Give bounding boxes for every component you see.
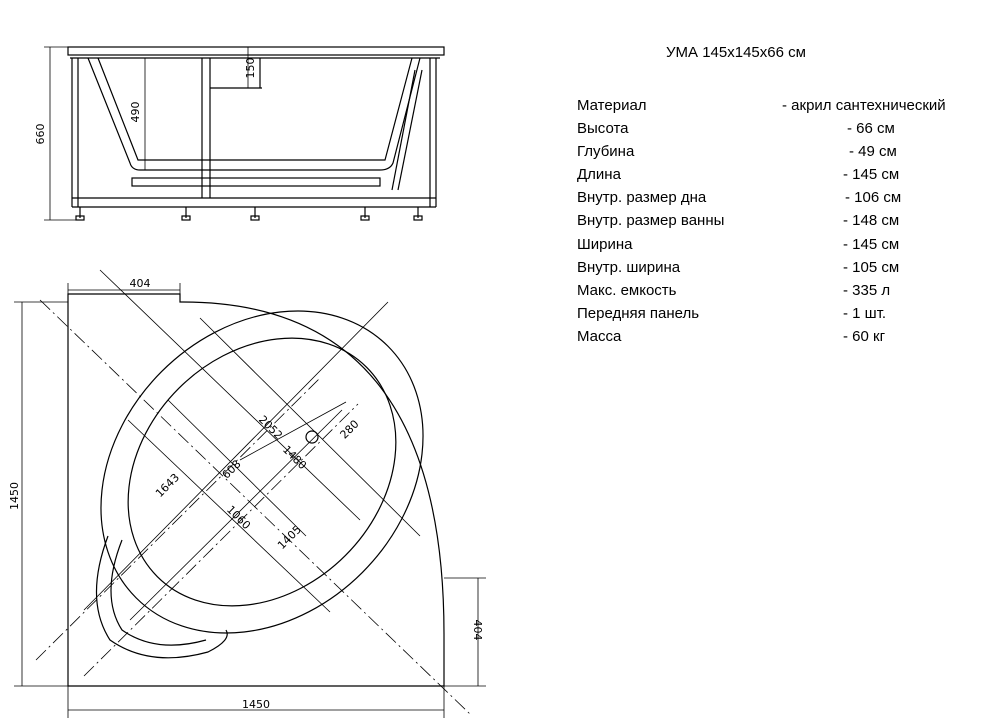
- spec-label: Ширина: [577, 235, 633, 253]
- top-view-center-lines: [35, 269, 471, 715]
- spec-value: - акрил сантехнический: [782, 97, 946, 114]
- spec-value: - 105 см: [843, 258, 900, 276]
- spec-label: Передняя панель: [577, 304, 700, 322]
- spec-label: Длина: [577, 166, 621, 184]
- spec-row-height: Высота - 66 см: [577, 119, 977, 142]
- side-view-depth-label: 490: [129, 102, 142, 123]
- spec-row-front-panel: Передняя панель - 1 шт.: [577, 304, 977, 327]
- spec-table: Материал - акрил сантехнический Высота -…: [577, 96, 977, 350]
- spec-row-inner-bottom: Внутр. размер дна - 106 см: [577, 188, 977, 211]
- spec-row-width: Ширина - 145 см: [577, 235, 977, 258]
- side-view-feet: [75, 207, 423, 221]
- spec-row-material: Материал - акрил сантехнический: [577, 96, 977, 119]
- side-view: [44, 46, 445, 221]
- top-view-drain: [305, 430, 319, 444]
- spec-label: Макс. емкость: [577, 281, 677, 299]
- spec-value: - 335 л: [843, 281, 891, 299]
- spec-value: - 145 см: [843, 235, 900, 253]
- spec-value: - 49 см: [849, 143, 897, 161]
- side-view-rim-label: 150: [244, 58, 257, 79]
- spec-row-length: Длина - 145 см: [577, 165, 977, 188]
- top-view-basin-ellipse: [127, 337, 397, 607]
- dim-608-label: 608: [220, 458, 244, 482]
- spec-label: Высота: [577, 120, 629, 138]
- top-view-outer-shell: [67, 293, 445, 687]
- spec-row-inner-width: Внутр. ширина - 105 см: [577, 258, 977, 281]
- spec-row-depth: Глубина - 49 см: [577, 142, 977, 165]
- spec-label: Внутр. размер ванны: [577, 212, 725, 230]
- dim-1643-label: 1643: [153, 471, 182, 500]
- side-view-tub-body: [87, 57, 421, 171]
- product-title: УМА 145x145x66 см: [666, 44, 806, 61]
- spec-value: - 60 кг: [843, 327, 886, 345]
- top-view-width-label: 1450: [242, 698, 270, 711]
- side-view-rim: [67, 46, 445, 56]
- spec-value: - 1 шт.: [843, 304, 887, 322]
- top-view-rim-ellipse: [100, 310, 424, 634]
- spec-row-weight: Масса - 60 кг: [577, 327, 977, 350]
- spec-row-inner-tub: Внутр. размер ванны - 148 см: [577, 211, 977, 234]
- top-view-right-offset-label: 404: [471, 620, 484, 641]
- spec-label: Материал: [577, 97, 647, 114]
- spec-label: Внутр. размер дна: [577, 189, 707, 207]
- spec-label: Внутр. ширина: [577, 258, 681, 276]
- spec-row-capacity: Макс. емкость - 335 л: [577, 281, 977, 304]
- top-view-top-offset-label: 404: [130, 277, 151, 290]
- spec-label: Масса: [577, 327, 622, 345]
- top-view: [14, 283, 486, 718]
- side-view-height-label: 660: [34, 124, 47, 145]
- dim-1060-label: 1060: [224, 503, 253, 532]
- spec-value: - 66 см: [847, 120, 895, 138]
- spec-value: - 106 см: [845, 189, 902, 207]
- spec-label: Глубина: [577, 143, 635, 161]
- dim-1405-label: 1405: [275, 523, 304, 552]
- spec-value: - 145 см: [843, 166, 900, 184]
- spec-value: - 148 см: [843, 212, 900, 230]
- top-view-seat: [95, 535, 228, 659]
- top-view-height-label: 1450: [8, 482, 21, 510]
